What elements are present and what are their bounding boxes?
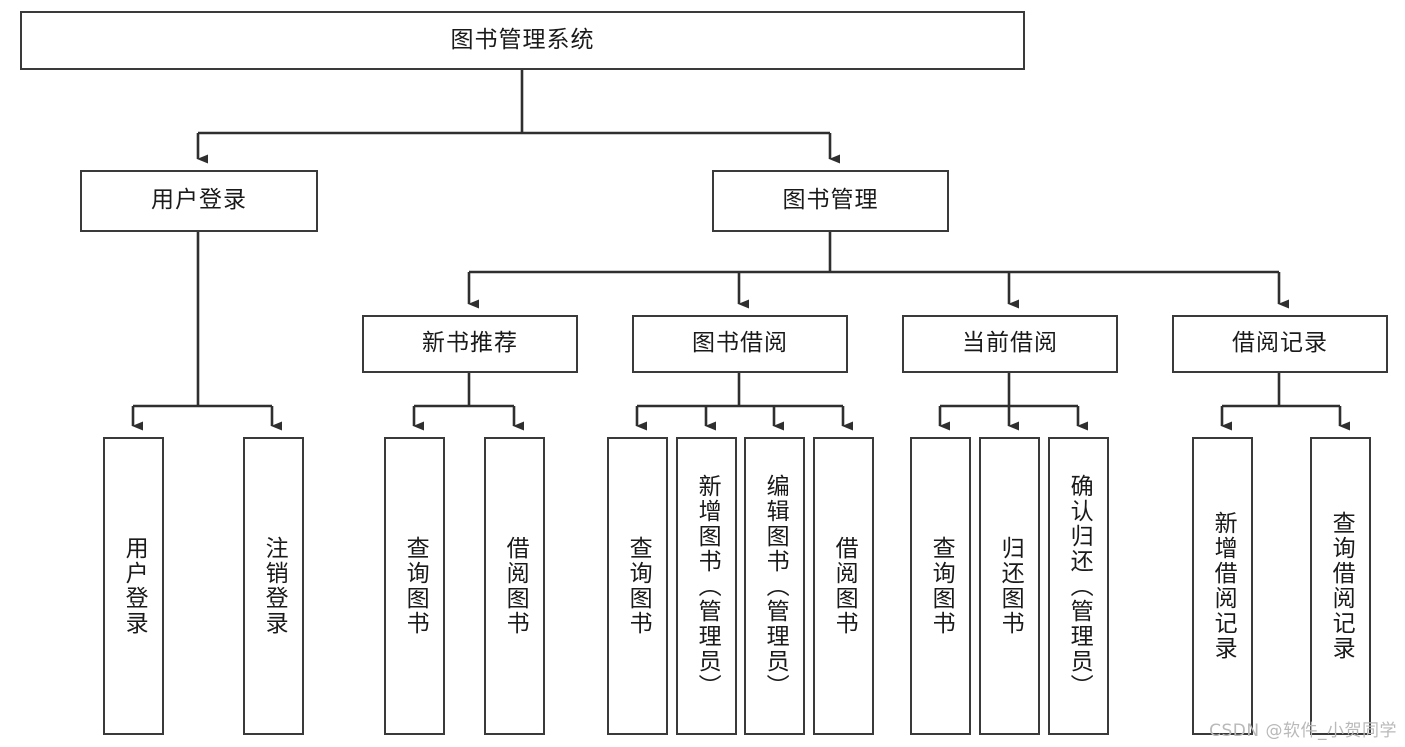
- leaf-user-login[interactable]: 用户登录: [103, 437, 164, 735]
- node-borrow-records[interactable]: 借阅记录: [1172, 315, 1388, 373]
- node-label: 归还图书: [997, 536, 1024, 636]
- leaf-query-borrow-record[interactable]: 查询借阅记录: [1310, 437, 1371, 735]
- csdn-watermark: CSDN @软件_小贺同学: [1209, 721, 1397, 741]
- leaf-confirm-return-admin[interactable]: 确认归还（管理员）: [1048, 437, 1109, 735]
- node-book-management[interactable]: 图书管理: [712, 170, 949, 232]
- node-label: 确认归还（管理员）: [1066, 473, 1093, 699]
- node-label: 用户登录: [151, 187, 247, 214]
- leaf-logout-login[interactable]: 注销登录: [243, 437, 304, 735]
- leaf-edit-book-admin[interactable]: 编辑图书（管理员）: [744, 437, 805, 735]
- node-root-book-management-system[interactable]: 图书管理系统: [20, 11, 1025, 70]
- node-label: 新书推荐: [422, 330, 518, 357]
- node-book-borrow[interactable]: 图书借阅: [632, 315, 848, 373]
- leaf-add-borrow-record[interactable]: 新增借阅记录: [1192, 437, 1253, 735]
- node-label: 借阅图书: [831, 536, 858, 636]
- leaf-query-book-newbook[interactable]: 查询图书: [384, 437, 445, 735]
- node-label: 查询图书: [928, 536, 955, 636]
- leaf-query-book-borrow[interactable]: 查询图书: [607, 437, 668, 735]
- node-label: 图书借阅: [692, 330, 788, 357]
- node-label: 编辑图书（管理员）: [762, 473, 789, 699]
- node-label: 注销登录: [261, 536, 288, 636]
- leaf-borrow-book-newbook[interactable]: 借阅图书: [484, 437, 545, 735]
- node-user-login[interactable]: 用户登录: [80, 170, 318, 232]
- node-label: 查询图书: [402, 536, 429, 636]
- node-label: 图书管理: [782, 187, 879, 214]
- leaf-borrow-book[interactable]: 借阅图书: [813, 437, 874, 735]
- node-new-book-recommend[interactable]: 新书推荐: [362, 315, 578, 373]
- node-label: 查询图书: [625, 536, 652, 636]
- node-current-borrow[interactable]: 当前借阅: [902, 315, 1118, 373]
- node-label: 当前借阅: [962, 330, 1058, 357]
- node-label: 借阅图书: [502, 536, 529, 636]
- node-label: 新增借阅记录: [1210, 511, 1237, 661]
- leaf-return-book[interactable]: 归还图书: [979, 437, 1040, 735]
- leaf-query-book-current[interactable]: 查询图书: [910, 437, 971, 735]
- node-label: 图书管理系统: [450, 26, 595, 53]
- node-label: 借阅记录: [1232, 330, 1328, 357]
- leaf-add-book-admin[interactable]: 新增图书（管理员）: [676, 437, 737, 735]
- node-label: 查询借阅记录: [1328, 511, 1355, 661]
- node-label: 新增图书（管理员）: [694, 473, 721, 699]
- node-label: 用户登录: [121, 536, 148, 636]
